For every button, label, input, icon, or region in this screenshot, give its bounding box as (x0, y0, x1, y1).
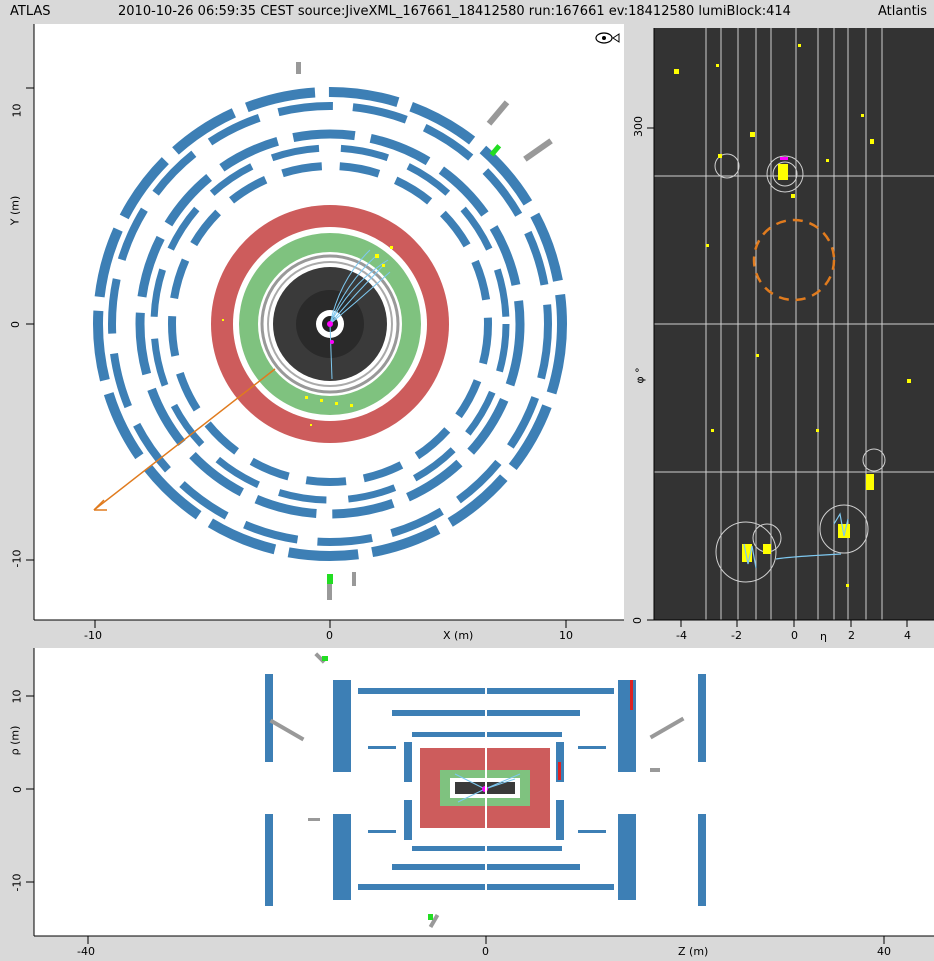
eta-phi-ytick-1: 0 (631, 617, 644, 624)
xy-xtick-1: 0 (326, 629, 333, 642)
rz-grey-chambers (269, 652, 685, 929)
app-name: Atlantis (878, 4, 928, 19)
xy-detector (93, 62, 567, 600)
eye-fish-icon[interactable] (595, 32, 620, 44)
muon-inner-ring (168, 162, 492, 486)
xy-ticks (26, 87, 567, 628)
rz-xtick-0: -40 (77, 945, 95, 958)
rz-ticks (26, 695, 885, 944)
rz-xtick-1: 0 (482, 945, 489, 958)
missing-et-circle (752, 218, 836, 302)
eta-phi-x-axis-label: η (820, 630, 827, 643)
eta-phi-xtick-4: 4 (904, 629, 911, 642)
xy-ytick-1: 0 (9, 321, 22, 328)
eta-phi-canvas[interactable] (626, 24, 934, 644)
rz-ytick-2: -10 (10, 873, 24, 892)
rz-x-axis-label: Z (m) (678, 945, 709, 958)
xy-view-canvas[interactable] (0, 24, 626, 644)
rz-y-axis-label: ρ (m) (8, 725, 22, 756)
rz-xtick-2: 40 (877, 945, 891, 958)
eta-phi-grid (654, 28, 934, 620)
eta-phi-tracks (743, 512, 849, 569)
rz-ytick-0: 10 (10, 689, 24, 704)
eta-phi-xtick-1: -2 (731, 629, 742, 642)
eta-phi-xtick-3: 2 (848, 629, 855, 642)
calo-hits (222, 246, 393, 426)
rz-ytick-1: 0 (11, 786, 24, 793)
muon-middle-ring-2 (150, 144, 510, 504)
eta-phi-y-axis-label: φ ° (633, 367, 647, 384)
event-header: ATLAS 2010-10-26 06:59:35 CEST source:Ji… (0, 0, 934, 24)
eta-phi-ticks (647, 127, 908, 627)
muon-outer-ring (93, 87, 567, 561)
experiment-label: ATLAS (10, 4, 51, 19)
xy-xtick-2: 10 (559, 629, 573, 642)
tracks (329, 249, 391, 380)
event-info: 2010-10-26 06:59:35 CEST source:JiveXML_… (118, 4, 791, 19)
xy-xtick-0: -10 (84, 629, 102, 642)
xy-view-panel[interactable]: -10 0 10 X (m) 10 0 -10 Y (m) (0, 24, 626, 644)
eta-phi-xtick-0: -4 (676, 629, 687, 642)
xy-ytick-2: -10 (10, 549, 24, 568)
eta-phi-xtick-2: 0 (791, 629, 798, 642)
muon-outer-ring-2 (108, 102, 552, 546)
xy-ytick-0: 10 (10, 103, 24, 118)
rz-view-panel[interactable]: -40 0 40 Z (m) 10 0 -10 ρ (m) (0, 644, 934, 961)
eta-phi-view-panel[interactable]: -4 -2 0 2 4 η 300 0 φ ° (626, 24, 934, 644)
rz-view-canvas[interactable] (0, 644, 934, 961)
xy-x-axis-label: X (m) (443, 629, 474, 642)
missing-et-arrow (93, 368, 276, 511)
muon-middle-ring (135, 129, 525, 519)
eta-phi-hits (674, 44, 911, 587)
xy-y-axis-label: Y (m) (8, 195, 22, 226)
eta-phi-ytick-0: 300 (632, 116, 645, 137)
rz-tracks (454, 773, 521, 803)
